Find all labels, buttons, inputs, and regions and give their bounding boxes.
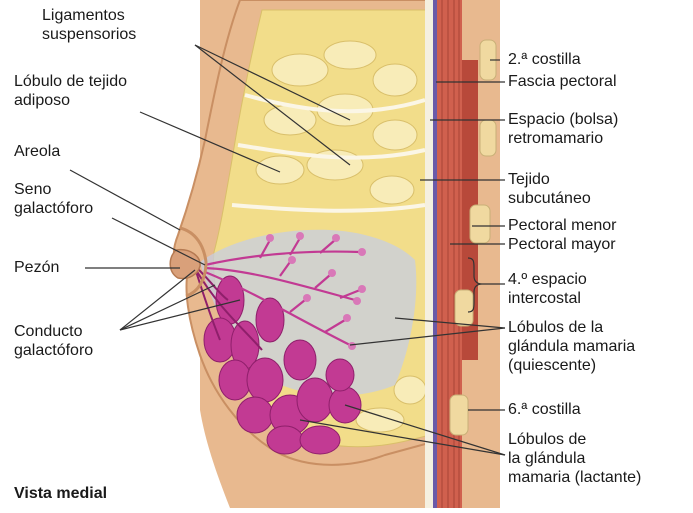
label-line: suspensorios: [42, 25, 136, 44]
label-line: Pectoral mayor: [508, 235, 616, 254]
label-line: Fascia pectoral: [508, 72, 617, 91]
label-line: Pezón: [14, 258, 59, 277]
label-pectoral-mayor: Pectoral mayor: [508, 235, 616, 254]
label-line: Seno: [14, 180, 93, 199]
label-line: 4.º espacio: [508, 270, 587, 289]
figure-caption: Vista medial: [14, 484, 107, 503]
label-tejido-subcutaneo: Tejido subcutáneo: [508, 170, 591, 208]
label-pectoral-menor: Pectoral menor: [508, 216, 617, 235]
label-areola: Areola: [14, 142, 60, 161]
label-line: Pectoral menor: [508, 216, 617, 235]
label-pezon: Pezón: [14, 258, 59, 277]
label-lobulo-adiposo: Lóbulo de tejido adiposo: [14, 72, 127, 110]
label-line: mamaria (lactante): [508, 468, 641, 487]
caption-text: Vista medial: [14, 484, 107, 503]
label-espacio-intercostal: 4.º espacio intercostal: [508, 270, 587, 308]
label-costilla-2: 2.ª costilla: [508, 50, 581, 69]
label-seno: Seno galactóforo: [14, 180, 93, 218]
label-line: retromamario: [508, 129, 618, 148]
label-line: Espacio (bolsa): [508, 110, 618, 129]
label-line: Lóbulos de: [508, 430, 641, 449]
label-conducto: Conducto galactóforo: [14, 322, 93, 360]
label-line: (quiescente): [508, 356, 635, 375]
label-lobulos-quiescente: Lóbulos de la glándula mamaria (quiescen…: [508, 318, 635, 375]
label-ligamentos: Ligamentos suspensorios: [42, 6, 136, 44]
label-line: 2.ª costilla: [508, 50, 581, 69]
label-line: Ligamentos: [42, 6, 136, 25]
label-line: Lóbulo de tejido: [14, 72, 127, 91]
label-line: Areola: [14, 142, 60, 161]
label-line: subcutáneo: [508, 189, 591, 208]
label-line: adiposo: [14, 91, 127, 110]
pectoral-fascia: [433, 0, 437, 508]
label-line: 6.ª costilla: [508, 400, 581, 419]
label-line: la glándula: [508, 449, 641, 468]
label-line: Tejido: [508, 170, 591, 189]
label-line: Lóbulos de la: [508, 318, 635, 337]
label-espacio-retromamario: Espacio (bolsa) retromamario: [508, 110, 618, 148]
label-line: intercostal: [508, 289, 587, 308]
label-line: glándula mamaria: [508, 337, 635, 356]
label-lobulos-lactante: Lóbulos de la glándula mamaria (lactante…: [508, 430, 641, 487]
label-line: galactóforo: [14, 341, 93, 360]
label-costilla-6: 6.ª costilla: [508, 400, 581, 419]
label-fascia-pectoral: Fascia pectoral: [508, 72, 617, 91]
label-line: Conducto: [14, 322, 93, 341]
label-line: galactóforo: [14, 199, 93, 218]
